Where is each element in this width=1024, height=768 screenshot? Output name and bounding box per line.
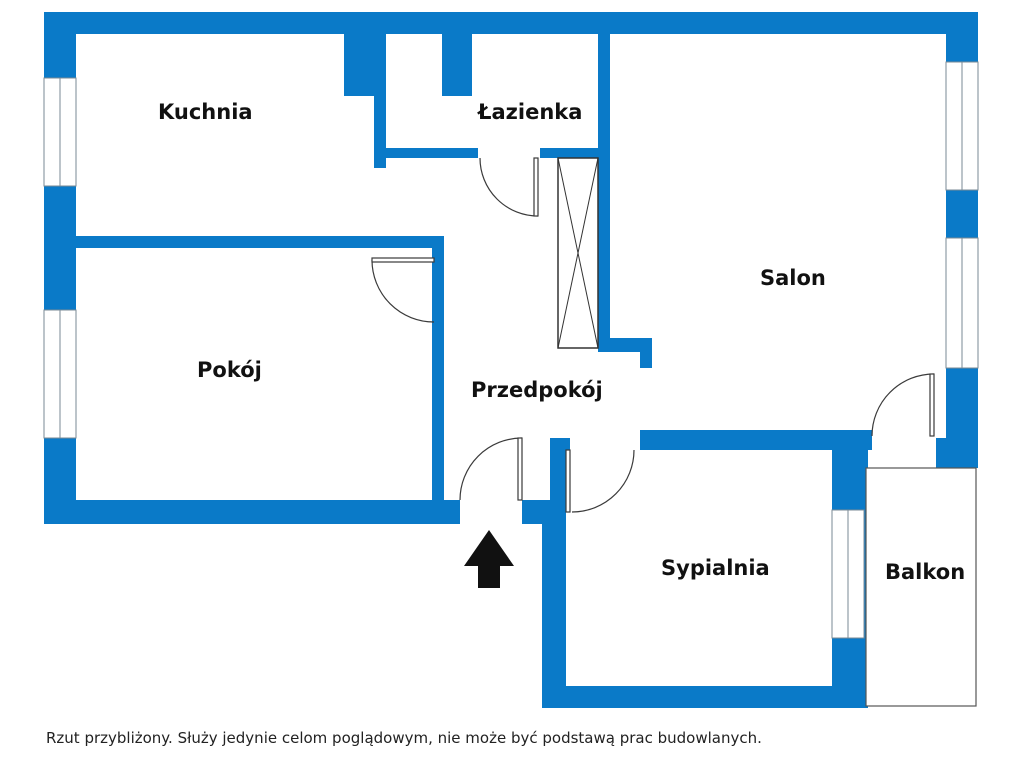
room-label-pokoj: Pokój	[197, 358, 262, 382]
wall-top-main	[44, 12, 978, 60]
room-label-przedpokoj: Przedpokój	[471, 378, 603, 402]
wall-sypialnia-bottom	[542, 686, 864, 708]
door-balkon-leaf	[929, 373, 935, 437]
walls	[44, 12, 978, 708]
room-label-balkon: Balkon	[885, 560, 965, 584]
door-pokoj	[371, 259, 435, 323]
door-entrance-leaf	[517, 437, 523, 501]
wall-lazienka-bottom-left	[374, 148, 478, 158]
wall-bottom-left	[44, 500, 460, 524]
wall-pokoj-right	[432, 236, 444, 500]
windows	[43, 61, 979, 639]
door-pokoj-leaf	[371, 257, 435, 263]
wall-salon-step	[598, 338, 652, 352]
wall-sypialnia-left	[542, 500, 566, 708]
doors	[371, 157, 935, 513]
wall-kuchnia-right	[374, 34, 386, 168]
wall-salon-bottom	[640, 430, 872, 450]
door-entrance	[459, 437, 523, 501]
room-label-kuchnia: Kuchnia	[158, 100, 253, 124]
door-sypialnia	[571, 449, 635, 513]
disclaimer-caption: Rzut przybliżony. Służy jedynie celom po…	[46, 729, 762, 747]
wall-hall-stub	[550, 438, 570, 500]
wall-balkon-left	[862, 438, 868, 708]
room-label-sypialnia: Sypialnia	[661, 556, 770, 580]
arrow-up-icon	[464, 530, 514, 588]
wall-lazienka-col	[442, 34, 472, 96]
balkon-outline	[865, 467, 977, 707]
door-sypialnia-leaf	[565, 449, 571, 513]
wall-lazienka-right	[598, 34, 610, 344]
door-lazienka-leaf	[533, 157, 539, 217]
wall-salon-step-down	[640, 338, 652, 368]
door-balkon	[871, 373, 935, 437]
wall-kuchnia-pokoj	[76, 236, 444, 248]
room-label-lazienka: Łazienka	[477, 100, 582, 124]
door-lazienka	[479, 157, 539, 217]
wall-right-lower	[936, 438, 978, 468]
room-label-salon: Salon	[760, 266, 826, 290]
wall-lazienka-bottom-right	[540, 148, 610, 158]
shaft-diag-2	[557, 157, 599, 349]
wall-salon-bottom-stub	[640, 430, 654, 450]
shaft	[557, 157, 599, 349]
wall-kuchnia-col	[344, 34, 374, 96]
